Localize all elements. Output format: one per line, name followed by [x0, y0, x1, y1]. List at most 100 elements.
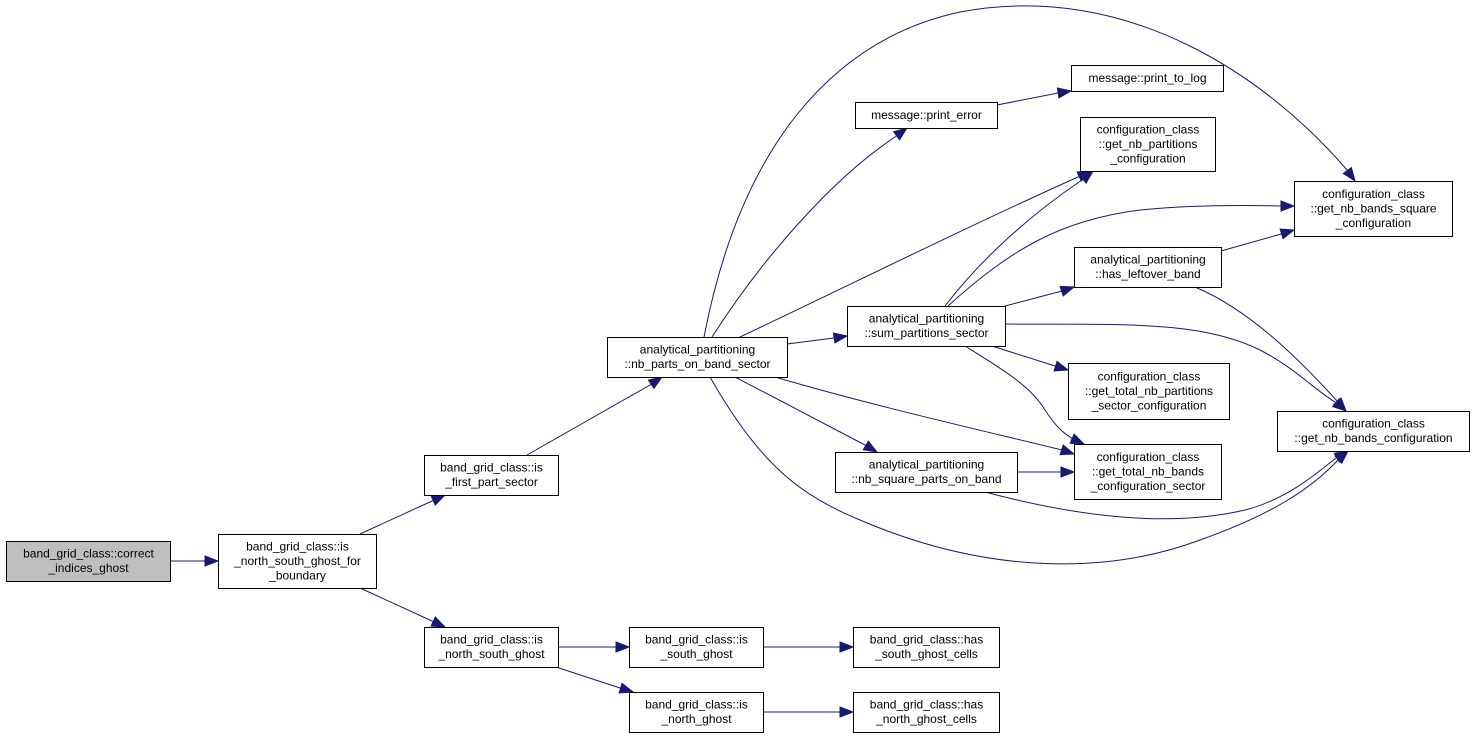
edge-arrowhead	[647, 376, 664, 390]
edge-n13-n12	[984, 450, 1350, 520]
graph-node[interactable]: band_grid_class::is_north_ghost	[629, 692, 764, 733]
graph-node[interactable]: analytical_partitioning::has_leftover_ba…	[1074, 247, 1222, 288]
edge-n15-n17	[763, 641, 855, 653]
node-box	[1074, 247, 1222, 288]
node-label-line: analytical_partitioning	[640, 343, 755, 357]
node-label-line: analytical_partitioning	[869, 458, 984, 472]
edge-arrowhead	[1059, 444, 1076, 456]
node-label-line: ::nb_parts_on_band_sector	[624, 357, 770, 371]
graph-node[interactable]: analytical_partitioning::nb_square_parts…	[835, 452, 1018, 493]
graph-node[interactable]: configuration_class::get_nb_partitions_c…	[1080, 117, 1216, 172]
graph-node[interactable]: configuration_class::get_nb_bands_config…	[1277, 411, 1470, 452]
edge-arrowhead	[1059, 285, 1076, 297]
graph-node[interactable]: analytical_partitioning::sum_partitions_…	[847, 306, 1006, 347]
edge-line	[359, 587, 446, 628]
edge-n2-n4	[526, 376, 664, 456]
edge-arrowhead	[615, 641, 631, 653]
graph-node[interactable]: message::print_to_log	[1071, 65, 1224, 92]
edge-arrowhead	[204, 555, 220, 567]
edge-n4-n14	[774, 376, 1076, 456]
edge-arrowhead	[1056, 87, 1073, 99]
node-box	[424, 455, 559, 496]
root-node[interactable]: band_grid_class::correct_indices_ghost	[6, 541, 171, 582]
edge-line	[734, 376, 878, 453]
edge-n13-n14	[1017, 466, 1076, 478]
node-box	[607, 337, 788, 378]
graph-node[interactable]: message::print_error	[855, 102, 998, 129]
node-label-line: analytical_partitioning	[1090, 253, 1205, 267]
edge-line	[984, 450, 1349, 520]
node-label-line: band_grid_class::has	[870, 633, 983, 647]
edge-arrowhead	[430, 494, 447, 506]
node-label-line: _indices_ghost	[47, 561, 129, 575]
edge-n4-n8	[703, 5, 1356, 338]
nodes-layer: band_grid_class::correct_indices_ghostba…	[6, 65, 1470, 733]
edge-n4-n10	[786, 332, 849, 345]
node-label-line: _configuration_sector	[1090, 479, 1206, 493]
node-box	[835, 452, 1018, 493]
edge-line	[526, 376, 663, 456]
graph-node[interactable]: band_grid_class::is_north_south_ghost	[424, 627, 559, 668]
edge-arrowhead	[1053, 360, 1070, 372]
edge-n0-n1	[170, 555, 220, 567]
node-label-line: configuration_class	[1322, 417, 1425, 431]
node-label-line: ::has_leftover_band	[1095, 267, 1200, 281]
edge-arrowhead	[1069, 433, 1086, 445]
edge-arrowhead	[892, 127, 909, 141]
node-label-line: band_grid_class::is	[440, 633, 543, 647]
edge-n4-n5	[711, 127, 909, 338]
edge-arrowhead	[1342, 166, 1356, 183]
node-box	[847, 306, 1006, 347]
node-box	[218, 534, 377, 589]
edge-arrowhead	[839, 706, 855, 718]
edge-line	[947, 204, 1294, 307]
node-box	[629, 627, 764, 668]
node-box	[853, 627, 1000, 668]
edge-arrowhead	[1078, 170, 1095, 184]
graph-node[interactable]: band_grid_class::is_north_south_ghost_fo…	[218, 534, 377, 589]
edge-line	[774, 376, 1075, 455]
edge-line	[709, 376, 1349, 565]
node-label-line: ::get_nb_bands_square	[1310, 201, 1436, 215]
edge-line	[711, 127, 908, 338]
graph-node[interactable]: band_grid_class::is_first_part_sector	[424, 455, 559, 496]
node-label-line: message::print_error	[871, 108, 982, 122]
edge-n10-n11	[991, 345, 1070, 372]
node-box	[1080, 117, 1216, 172]
node-box	[1277, 411, 1470, 452]
edge-n9-n8	[1220, 228, 1296, 252]
graph-node[interactable]: analytical_partitioning::nb_parts_on_ban…	[607, 337, 788, 378]
graph-node[interactable]: band_grid_class::has_south_ghost_cells	[853, 627, 1000, 668]
node-label-line: ::sum_partitions_sector	[864, 326, 988, 340]
edge-n1-n2	[359, 494, 447, 535]
node-label-line: configuration_class	[1097, 122, 1200, 136]
edge-arrowhead	[1279, 228, 1296, 240]
node-label-line: _south_ghost_cells	[874, 647, 978, 661]
node-label-line: ::nb_square_parts_on_band	[851, 472, 1001, 486]
graph-node[interactable]: band_grid_class::is_south_ghost	[629, 627, 764, 668]
node-label-line: configuration_class	[1322, 187, 1425, 201]
edge-n10-n9	[1004, 285, 1076, 307]
edge-n1-n3	[359, 587, 447, 628]
node-box	[1068, 363, 1230, 420]
node-box	[1071, 65, 1224, 92]
node-label-line: ::get_nb_partitions	[1099, 137, 1198, 151]
edge-n10-n7	[944, 170, 1095, 307]
edge-line	[739, 170, 1092, 338]
graph-node[interactable]: configuration_class::get_nb_bands_square…	[1294, 181, 1453, 237]
graph-node[interactable]: configuration_class::get_total_nb_partit…	[1068, 363, 1230, 420]
graph-node[interactable]: configuration_class::get_total_nb_bands_…	[1074, 444, 1222, 500]
edge-arrowhead	[1060, 466, 1076, 478]
edge-arrowhead	[832, 332, 849, 344]
edge-n5-n6	[996, 87, 1073, 106]
edge-arrowhead	[1333, 450, 1350, 463]
edge-line	[1194, 286, 1347, 412]
node-label-line: band_grid_class::is	[246, 539, 349, 553]
edge-n4-n12	[709, 376, 1350, 565]
edge-n3-n16	[555, 666, 635, 694]
graph-node[interactable]: band_grid_class::has_north_ghost_cells	[853, 692, 1000, 733]
node-label-line: _first_part_sector	[444, 475, 538, 489]
edge-n10-n8	[947, 200, 1296, 307]
node-label-line: configuration_class	[1097, 450, 1200, 464]
